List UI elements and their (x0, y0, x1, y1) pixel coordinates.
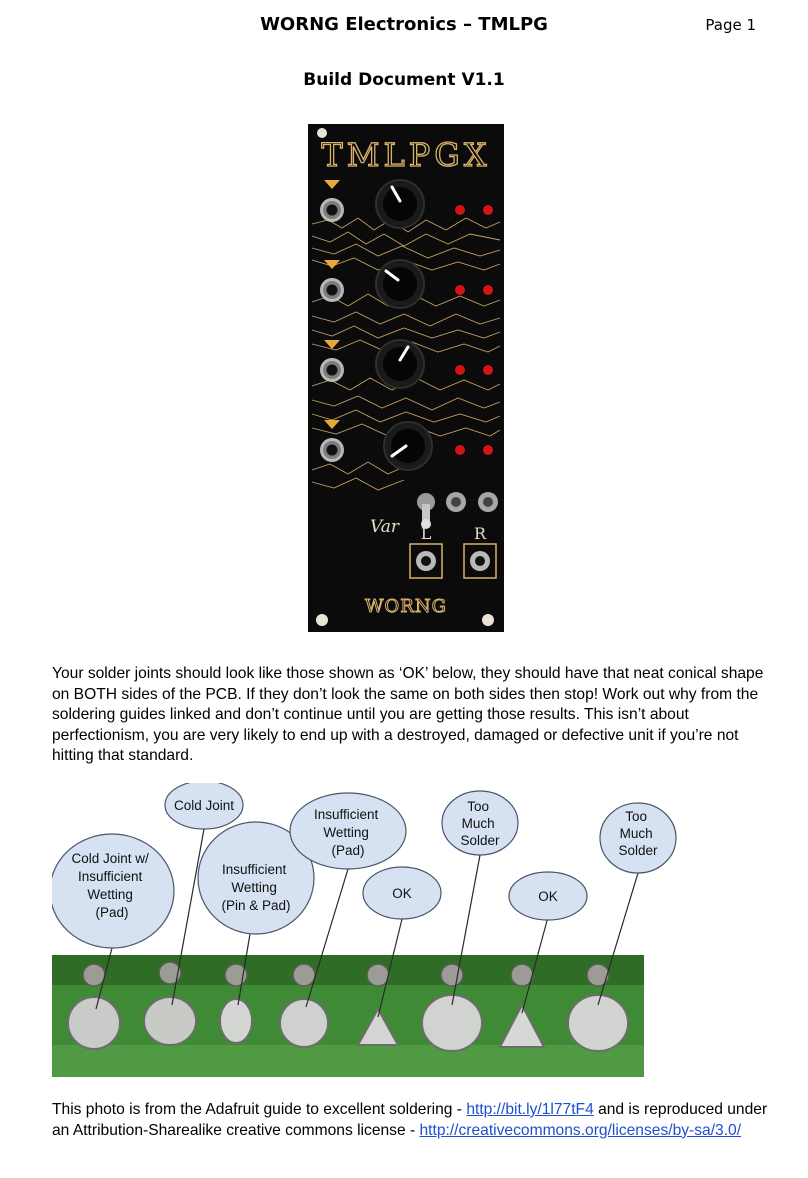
label-bubble (289, 792, 407, 870)
right-output-label: R (474, 524, 487, 543)
trimmer (478, 492, 498, 512)
mount-hole (317, 128, 327, 138)
label-cold-joint-wetting: Cold Joint w/ Insufficient Wetting (Pad) (71, 851, 152, 920)
label-too-much-solder-1: Too Much Solder (460, 799, 500, 848)
solder-instructions: Your solder joints should look like thos… (52, 665, 764, 764)
left-output-label: L (421, 524, 432, 543)
license-link[interactable]: http://creativecommons.org/licenses/by-s… (419, 1121, 742, 1139)
solder-joints-figure: Cold Joint w/ Insufficient Wetting (Pad)… (52, 783, 677, 1077)
label-bubble (197, 821, 315, 935)
trimmer (446, 492, 466, 512)
label-bubble (508, 871, 588, 921)
caption-text: and is reproduced under an Attribution-S… (52, 1101, 768, 1139)
knobs (375, 179, 433, 471)
panel-title: TMLPGX (321, 136, 490, 174)
label-ok-2: OK (538, 889, 558, 904)
label-bubble (362, 866, 442, 920)
document-title: WORNG Electronics – TMLPG (260, 14, 548, 35)
caption-text: This photo is from the Adafruit guide to… (52, 1101, 467, 1118)
page-number: Page 1 (705, 16, 756, 34)
label-cold-joint: Cold Joint (174, 798, 234, 813)
document-subtitle: Build Document V1.1 (303, 70, 505, 90)
left-output-jack (409, 543, 443, 579)
label-bubble (164, 783, 244, 830)
label-too-much-solder-2: Too Much Solder (618, 809, 658, 858)
worng-logo: WORNG (365, 596, 447, 617)
right-output-jack (463, 543, 497, 579)
label-insufficient-wetting-pad: Insufficient Wetting (Pad) (314, 807, 382, 858)
leds (455, 205, 493, 455)
solder-joints (67, 994, 629, 1052)
var-label: Var (370, 517, 400, 537)
mount-hole (482, 614, 494, 626)
label-insufficient-wetting-pin-pad: Insufficient Wetting (Pin & Pad) (221, 862, 290, 913)
input-jacks (320, 198, 344, 462)
toggle-switch (417, 493, 435, 529)
label-bubble (441, 790, 519, 856)
tmlpgx-panel-image: TMLPGX (308, 124, 504, 632)
label-ok-1: OK (392, 886, 412, 901)
label-bubble (599, 802, 677, 874)
mount-hole (316, 614, 328, 626)
back-pins (82, 961, 610, 987)
adafruit-guide-link[interactable]: http://bit.ly/1l77tF4 (466, 1101, 594, 1118)
label-bubble (52, 833, 175, 949)
photo-caption: This photo is from the Adafruit guide to… (52, 1100, 772, 1141)
